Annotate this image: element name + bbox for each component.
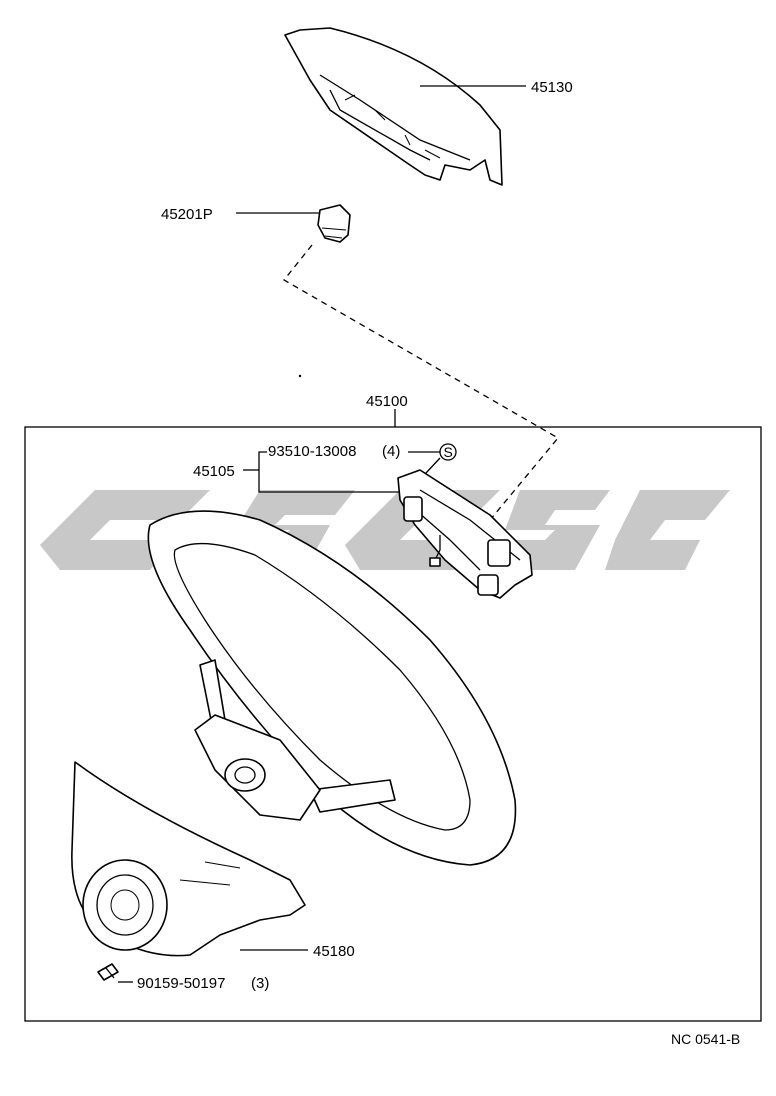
part-number-45130: 45130 [531,79,573,96]
dashed-leader-line [283,244,559,521]
part-number-45105: 45105 [193,463,235,480]
stray-dot [298,374,302,378]
special-symbol-letter: S [444,444,453,460]
watermark-logo [40,490,730,615]
horn-contact-part [317,204,351,243]
lower-cover-part [71,761,306,957]
steering-wheel-part [147,510,517,866]
drawing-reference: NC 0541-B [671,1031,740,1047]
horn-button-assembly-part [397,469,533,599]
part-number-45100: 45100 [366,393,408,410]
horn-pad-part [284,27,503,186]
wheel-assembly-frame [24,426,762,1022]
part-number-45201p: 45201P [161,206,213,223]
screw-quantity: (4) [382,443,400,460]
bolt-quantity: (3) [251,975,269,992]
part-number-bolt: 90159-50197 [137,975,225,992]
bolt-part [97,963,119,981]
part-number-45180: 45180 [313,943,355,960]
special-symbol-circle [439,443,457,461]
part-number-screw: 93510-13008 [268,443,356,460]
